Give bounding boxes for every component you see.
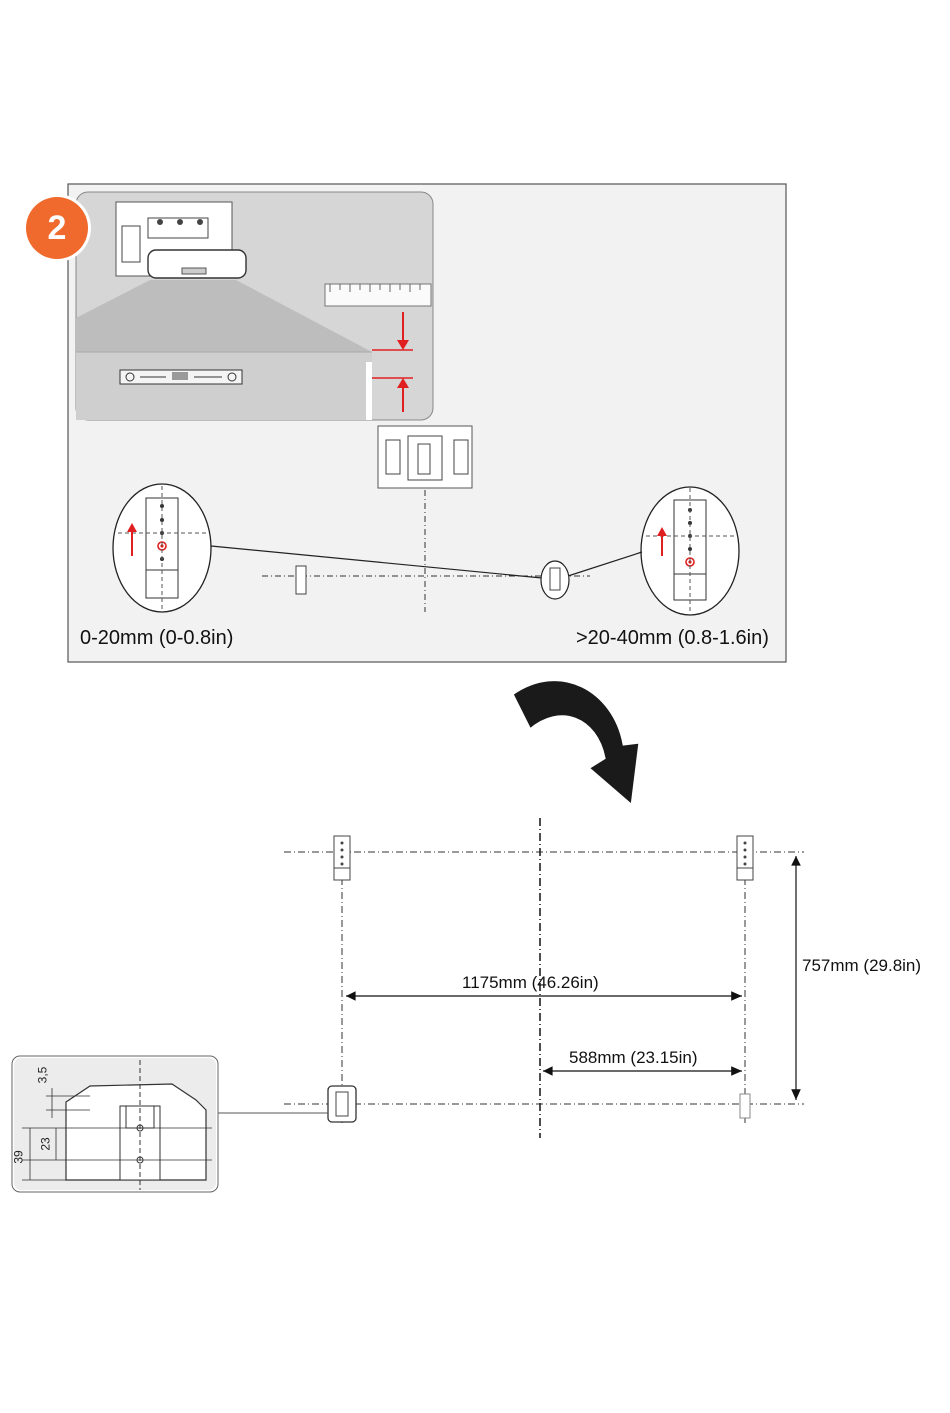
- right-adjust-detail: [641, 487, 739, 615]
- inset-dim-c: 39: [12, 1150, 26, 1163]
- half-width-dimension-label: 588mm (23.15in): [569, 1048, 698, 1068]
- left-range-label: 0-20mm (0-0.8in): [80, 627, 233, 650]
- height-dimension-label: 757mm (29.8in): [802, 956, 921, 976]
- spirit-level-icon: [120, 370, 242, 384]
- step-number-badge: 2: [26, 197, 88, 259]
- ruler-icon: [325, 284, 431, 306]
- bracket-top-left-icon: [334, 836, 350, 880]
- bracket-bottom-left-icon: [328, 1086, 356, 1122]
- left-adjust-detail: [113, 484, 211, 612]
- curved-arrow-icon: [512, 680, 640, 806]
- bracket-bottom-right-icon: [740, 1094, 750, 1118]
- bracket-top-right-icon: [737, 836, 753, 880]
- inset-dim-b: 23: [39, 1137, 53, 1150]
- right-range-label: >20-40mm (0.8-1.6in): [576, 627, 769, 650]
- projector-level-inset: [76, 192, 433, 420]
- projector-icon: [148, 250, 246, 278]
- inset-dim-a: 3,5: [35, 1067, 49, 1084]
- width-dimension-label: 1175mm (46.26in): [462, 973, 599, 993]
